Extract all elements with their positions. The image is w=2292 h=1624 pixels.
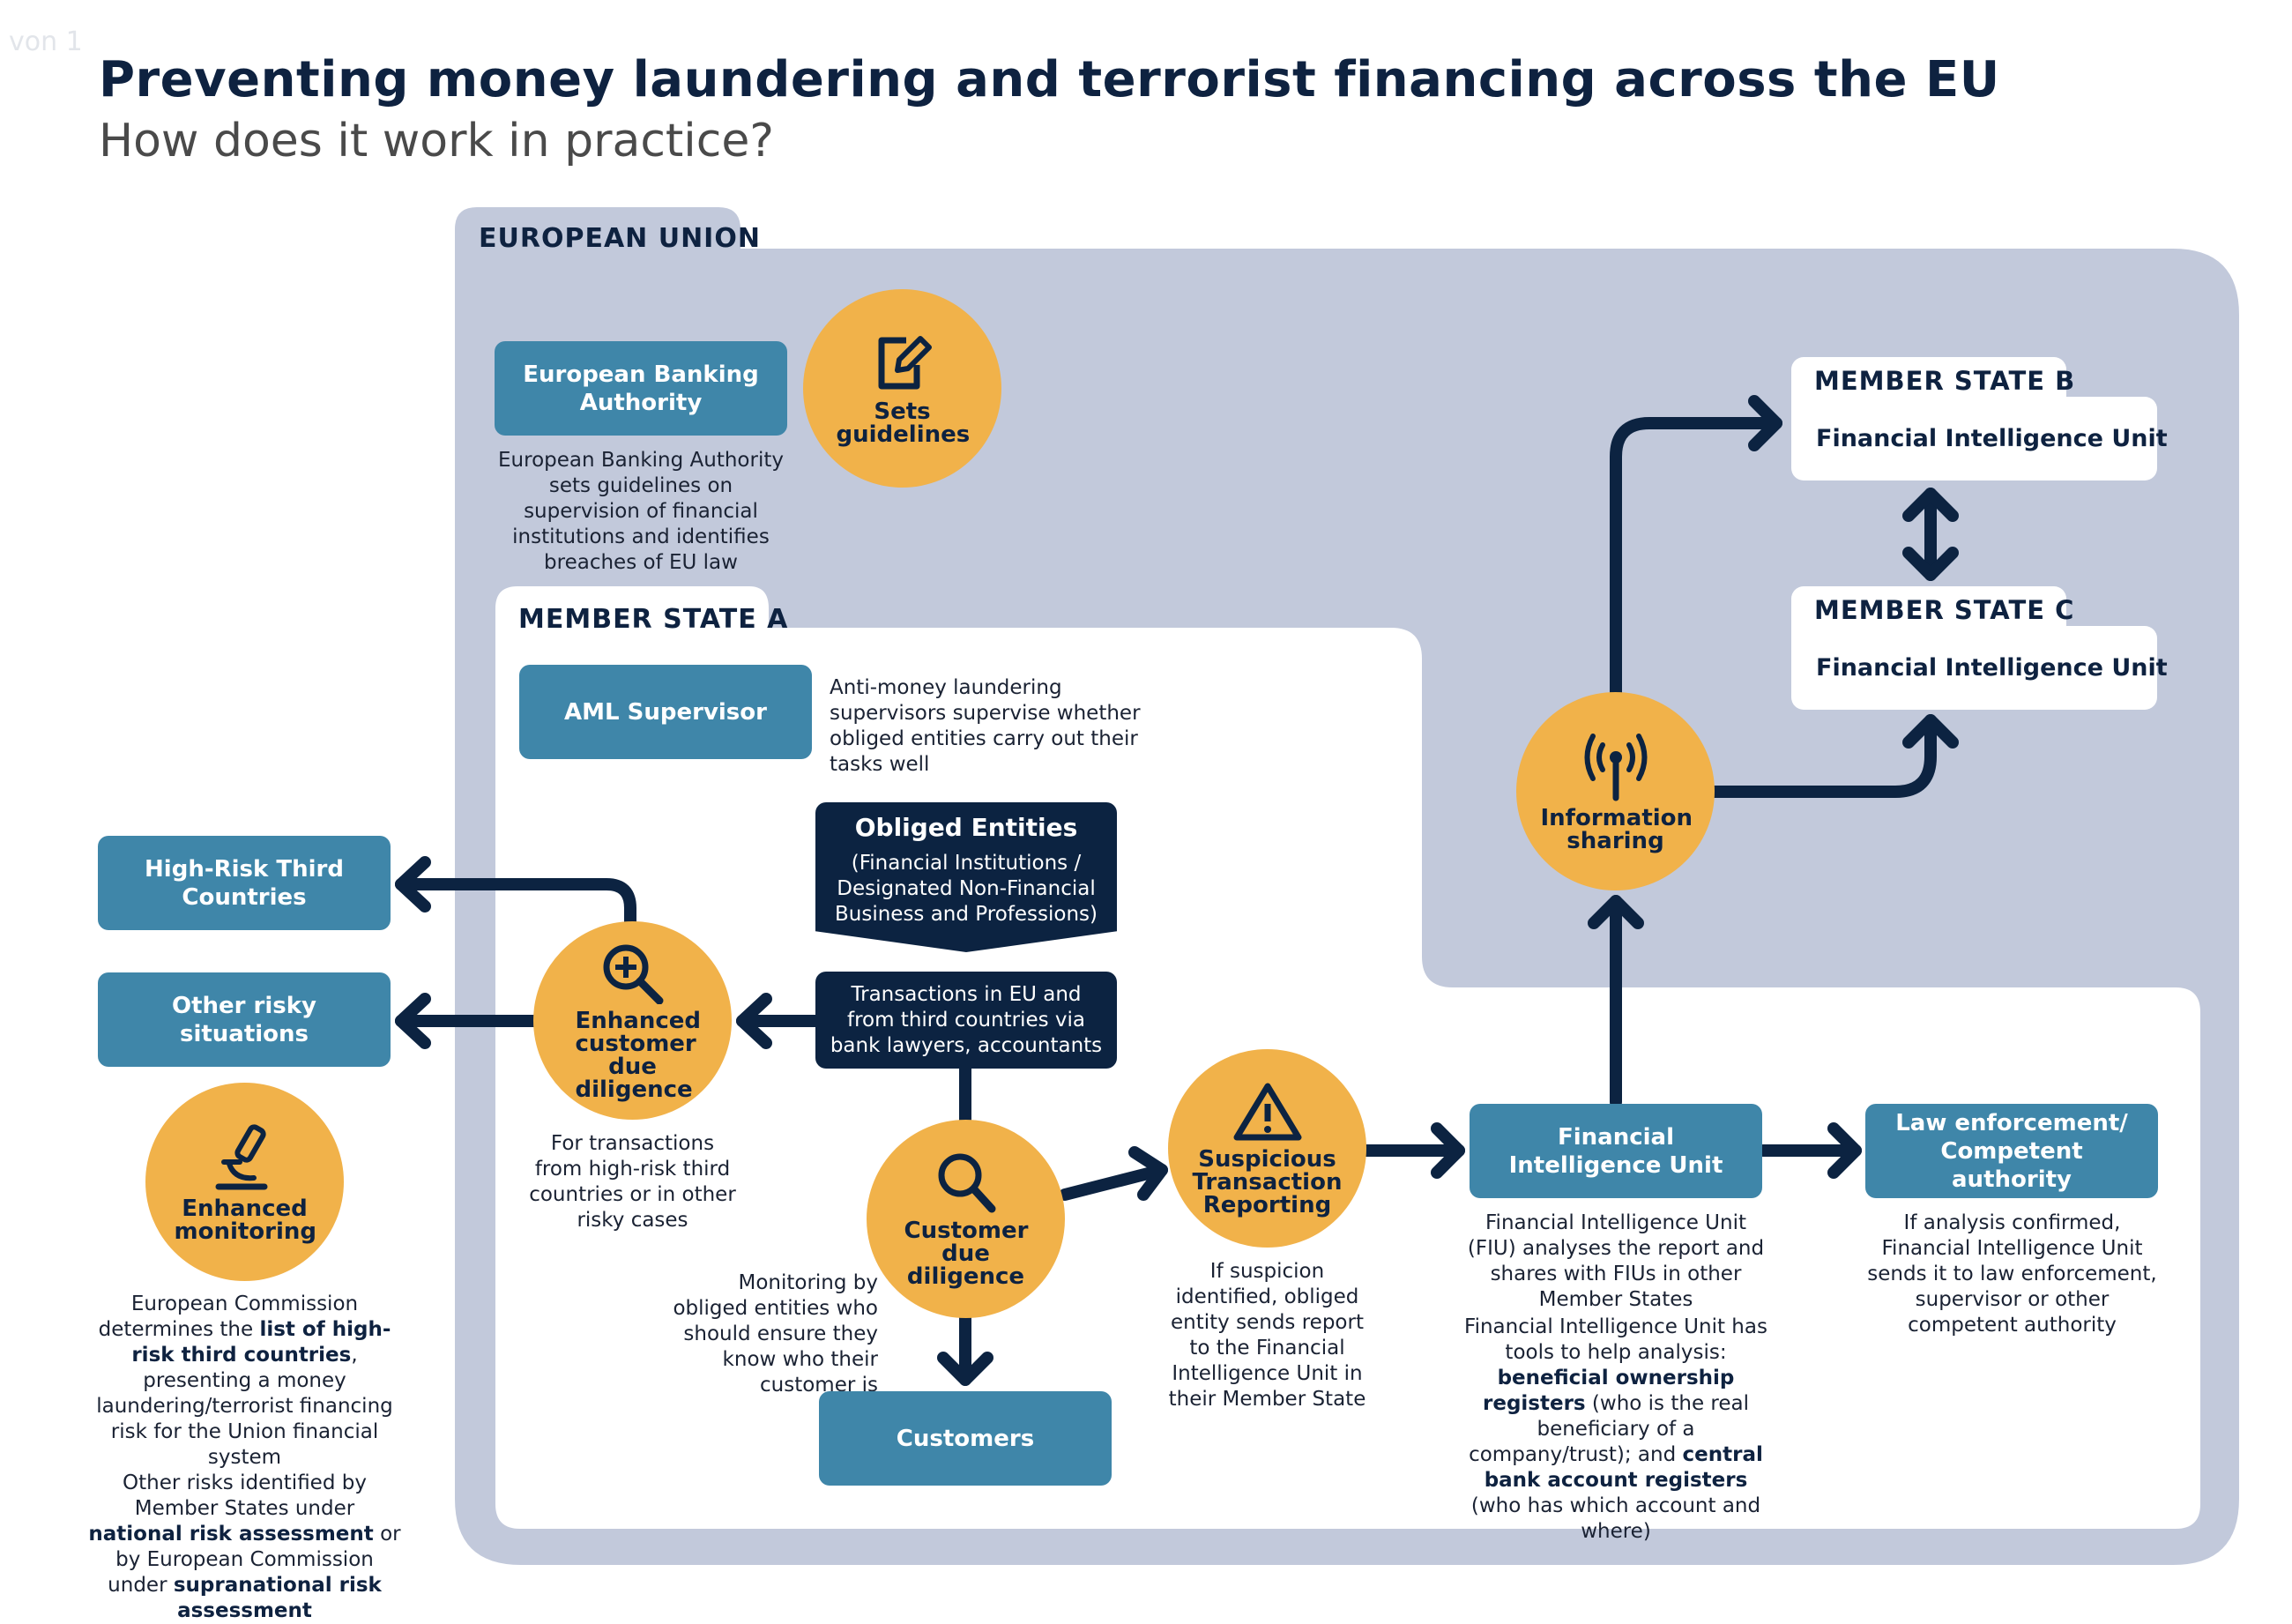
member-state-c-fiu: Financial Intelligence Unit (1816, 654, 2168, 682)
arrowhead-ms-c (1902, 714, 1959, 749)
other-risky-box: Other risky situations (98, 972, 391, 1067)
fiu-tools-bold-2: central bank account registers (1484, 1443, 1763, 1492)
sets-guidelines-circle: Sets guidelines (803, 289, 1001, 488)
edd-label: Enhanced customer due diligence (575, 1007, 702, 1103)
page-title: Preventing money laundering and terroris… (99, 51, 2000, 108)
fiu-box: Financial Intelligence Unit (1470, 1104, 1762, 1198)
arrowhead-str (1128, 1146, 1168, 1201)
eba-description: European Banking Authority sets guidelin… (498, 449, 784, 574)
arrowhead-info (1588, 895, 1644, 929)
arrowhead-other-risky (395, 993, 431, 1049)
enhanced-monitoring-circle: Enhanced monitoring (145, 1083, 344, 1281)
eu-label: EUROPEAN UNION (479, 223, 761, 254)
fiu-description: Financial Intelligence Unit (FIU) analys… (1463, 1211, 1768, 1545)
fiu-tools-text-2: (who is the real beneficiary of a compan… (1469, 1392, 1749, 1466)
law-enforcement-box: Law enforcement/ Competent authority (1865, 1104, 2158, 1198)
law-enforcement-description: If analysis confirmed, Financial Intelli… (1867, 1211, 2157, 1337)
arrow-info-to-ms-b (1610, 417, 1782, 698)
obliged-entities-title: Obliged Entities (854, 813, 1078, 842)
str-description: If suspicion identified, obliged entity … (1168, 1260, 1366, 1411)
arrowhead-law (1827, 1122, 1862, 1179)
fiu-tools-text-3: (who has which account and where) (1470, 1494, 1761, 1543)
outside-description-2: Other risks identified by Member States … (88, 1471, 401, 1624)
str-circle: Suspicious Transaction Reporting (1168, 1049, 1366, 1248)
obliged-entities-box: Obliged Entities (Financial Institutions… (815, 802, 1117, 952)
page-subtitle: How does it work in practice? (99, 115, 774, 168)
search-icon (938, 1153, 995, 1212)
member-state-a-label: MEMBER STATE A (518, 604, 789, 635)
edd-description: For transactions from high-risk third co… (529, 1132, 736, 1232)
arrowhead-high-risk (395, 856, 431, 913)
outside-desc-1a: European Commission determines the (98, 1292, 359, 1341)
high-risk-countries-box: High-Risk Third Countries (98, 836, 391, 930)
corner-text: von 1 (9, 26, 83, 57)
member-state-b-fiu: Financial Intelligence Unit (1816, 425, 2168, 452)
str-label: Suspicious Transaction Reporting (1192, 1145, 1343, 1218)
microscope-icon (215, 1123, 267, 1189)
arrow-edd-to-high-risk (395, 878, 636, 932)
outside-desc-2d: supranational risk assessment (173, 1574, 382, 1622)
outside-desc-1b: list of high-risk third countries (131, 1318, 391, 1367)
member-state-b-label: MEMBER STATE B (1791, 357, 2074, 401)
arrowhead-fiu (1431, 1122, 1465, 1179)
member-state-b-card: Financial Intelligence Unit (1791, 397, 2168, 480)
aml-supervisor-box: AML Supervisor (519, 665, 812, 759)
outside-description: European Commission determines the list … (88, 1292, 401, 1624)
sets-guidelines-label: Sets guidelines (836, 398, 971, 448)
outside-desc-1c: , presenting a money laundering/terroris… (96, 1344, 393, 1469)
outside-desc-2c: or by European Commission under (108, 1523, 401, 1597)
broadcast-icon (1584, 733, 1647, 801)
zoom-in-icon (603, 944, 663, 1004)
member-state-c-label: MEMBER STATE C (1791, 586, 2073, 630)
cdd-circle: Customer due diligence (867, 1120, 1065, 1318)
transactions-box: Transactions in EU and from third countr… (815, 972, 1117, 1069)
cdd-label: Customer due diligence (904, 1217, 1029, 1290)
information-sharing-label: Information sharing (1540, 804, 1693, 854)
arrowhead-ms-b (1748, 395, 1782, 451)
warning-icon (1233, 1083, 1301, 1140)
member-state-c-card: Financial Intelligence Unit (1791, 626, 2168, 710)
outside-desc-2a: Other risks identified by Member States … (123, 1471, 367, 1520)
arrowhead-customers (937, 1352, 993, 1386)
edd-circle: Enhanced customer due diligence (533, 921, 732, 1120)
edit-icon (878, 335, 932, 389)
customers-box: Customers (819, 1391, 1112, 1486)
aml-description: Anti-money laundering supervisors superv… (830, 676, 1141, 776)
arrowhead-ms-c-down (1902, 547, 1959, 581)
arrow-cdd-to-str (1059, 1164, 1168, 1201)
outside-desc-2b: national risk assessment (88, 1523, 374, 1546)
arrowhead-edd (736, 993, 772, 1049)
enhanced-monitoring-label: Enhanced monitoring (174, 1195, 317, 1245)
obliged-entities-subtitle: (Financial Institutions / Designated Non… (834, 852, 1098, 926)
arrowhead-ms-b-up (1902, 488, 1959, 522)
outside-description-1: European Commission determines the list … (88, 1292, 401, 1471)
fiu-description-1: Financial Intelligence Unit (FIU) analys… (1467, 1211, 1765, 1311)
arrow-info-to-ms-c (1708, 714, 1937, 798)
fiu-tools-bold-1: beneficial ownership registers (1483, 1367, 1735, 1415)
fiu-tools-text: Financial Intelligence Unit has tools to… (1464, 1315, 1767, 1364)
fiu-description-2: Financial Intelligence Unit has tools to… (1463, 1315, 1768, 1545)
cdd-description: Monitoring by obliged entities who shoul… (673, 1271, 878, 1397)
information-sharing-circle: Information sharing (1516, 692, 1715, 890)
eba-box: European Banking Authority (495, 341, 787, 436)
